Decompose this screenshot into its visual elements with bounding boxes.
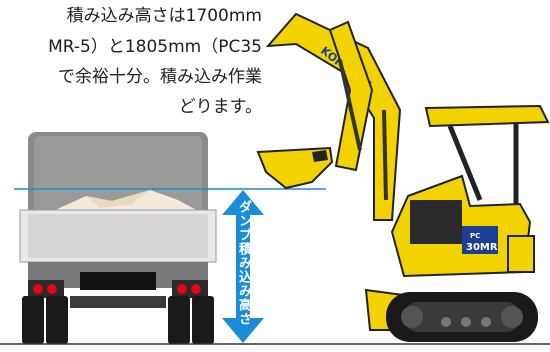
caption-line-3: で余裕十分。積み込み作業 <box>58 67 262 87</box>
track-frame <box>404 302 520 332</box>
idler-wheel <box>401 306 423 328</box>
roller-2 <box>461 317 471 327</box>
bucket-link <box>312 150 328 162</box>
arm <box>328 20 374 172</box>
caption-text: 積み込み高さは1700mm MR-5）と1805mm（PC35 で余裕十分。積み… <box>0 0 262 120</box>
right-tail-light-2 <box>191 284 201 294</box>
caption-line-1: 積み込み高さは1700mm <box>66 6 262 26</box>
sprocket-wheel <box>501 306 523 328</box>
left-tail-light-2 <box>47 284 57 294</box>
canopy-roof <box>424 104 550 128</box>
roller-1 <box>441 317 451 327</box>
model-name: 30MR <box>466 242 498 253</box>
rear-axle <box>70 296 166 308</box>
tailgate-inner <box>28 214 208 258</box>
sand-shading <box>86 190 150 208</box>
excavator: KOMATSU PC 30MR <box>256 12 550 342</box>
model-badge <box>462 226 498 254</box>
counterweight <box>507 235 535 273</box>
canopy-pillar-front <box>447 125 483 201</box>
cab-interior <box>410 200 462 244</box>
right-wheel-inner <box>168 296 190 344</box>
roller-3 <box>481 317 491 327</box>
right-tail-light-1 <box>177 284 187 294</box>
dump-truck <box>19 132 217 344</box>
boom-cylinder <box>382 109 388 201</box>
left-tail-light-1 <box>33 284 43 294</box>
arrow-label: ダンプ積み込み高さ <box>236 200 251 326</box>
rear-bumper-center <box>80 272 156 290</box>
left-wheel-inner <box>46 296 68 344</box>
right-wheel-outer <box>192 296 214 344</box>
double-arrow <box>222 190 264 343</box>
model-prefix: PC <box>470 232 480 240</box>
caption-line-4: どります。 <box>178 97 262 117</box>
caption-line-2: MR-5）と1805mm（PC35 <box>48 37 262 57</box>
left-wheel-outer <box>22 296 44 344</box>
height-arrow <box>222 190 264 343</box>
arm-cylinder <box>338 59 362 151</box>
